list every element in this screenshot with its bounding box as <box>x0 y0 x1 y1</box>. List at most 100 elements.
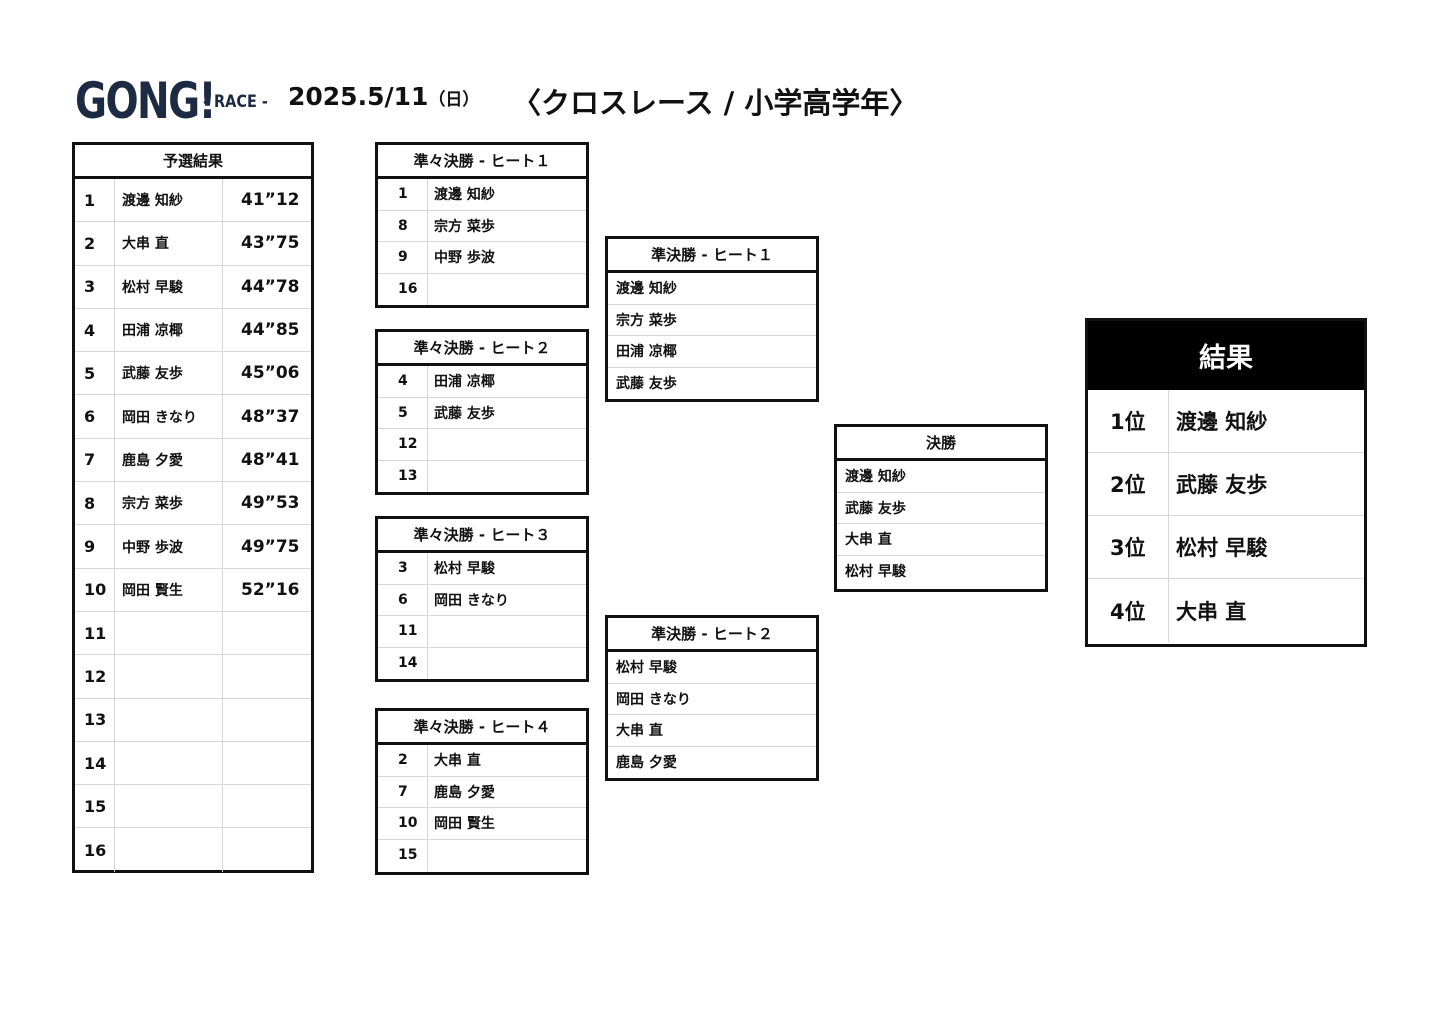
time-cell <box>223 785 311 827</box>
name-cell: 渡邊 知紗 <box>616 281 677 298</box>
time-cell: 43”75 <box>241 233 300 254</box>
quarterfinal-heat-2-title: 準々決勝 - ヒート２ <box>378 332 586 366</box>
seed-cell: 4 <box>378 366 428 397</box>
seed-cell: 10 <box>378 808 428 839</box>
table-row: 16 <box>75 828 311 872</box>
seed-cell: 8 <box>378 210 428 241</box>
seed-cell: 2 <box>378 745 428 776</box>
rank-cell: 11 <box>75 611 115 655</box>
table-row: 2位武藤 友歩 <box>1088 453 1364 516</box>
name-cell: 武藤 友歩 <box>616 376 677 393</box>
name-cell <box>115 828 223 872</box>
event-day: （日） <box>428 90 480 110</box>
name-cell <box>428 274 586 306</box>
table-row: 武藤 友歩 <box>608 368 816 400</box>
name-cell <box>115 741 223 785</box>
name-cell: 大串 直 <box>845 532 892 549</box>
name-cell: 中野 歩波 <box>434 250 495 267</box>
name-cell <box>115 611 223 655</box>
time-cell <box>223 742 311 784</box>
place-cell: 2位 <box>1088 453 1169 515</box>
time-cell: 52”16 <box>241 579 300 600</box>
name-cell: 武藤 友歩 <box>434 405 495 422</box>
time-cell <box>223 655 311 697</box>
seed-cell: 6 <box>378 584 428 615</box>
event-date-value: 2025.5/11 <box>288 82 429 111</box>
name-cell <box>428 616 586 647</box>
qualifying-results-title: 予選結果 <box>75 145 311 179</box>
rank-cell: 15 <box>75 785 115 828</box>
seed-cell: 13 <box>378 460 428 492</box>
name-cell: 大串 直 <box>115 222 223 265</box>
table-row: 武藤 友歩 <box>837 493 1045 524</box>
rank-cell: 14 <box>75 741 115 785</box>
table-row: 12 <box>378 429 586 461</box>
seed-cell: 5 <box>378 397 428 428</box>
table-row: 渡邊 知紗 <box>608 273 816 305</box>
rank-cell: 2 <box>75 222 115 265</box>
name-cell <box>428 429 586 460</box>
seed-cell: 14 <box>378 647 428 679</box>
seed-cell: 16 <box>378 273 428 305</box>
seed-cell: 9 <box>378 242 428 273</box>
name-cell: 宗方 菜歩 <box>115 482 223 525</box>
seed-cell: 15 <box>378 839 428 871</box>
logo-sub-text: - RACE - <box>203 92 268 112</box>
name-cell: 鹿島 夕愛 <box>616 755 677 772</box>
time-cell <box>223 699 311 741</box>
name-cell: 宗方 菜歩 <box>616 312 677 329</box>
rank-cell: 5 <box>75 352 115 395</box>
table-row: 渡邊 知紗 <box>837 461 1045 493</box>
name-cell: 田浦 凉椰 <box>115 308 223 352</box>
name-cell: 武藤 友歩 <box>1176 473 1268 497</box>
name-cell: 松村 早駿 <box>616 660 677 677</box>
table-row: 鹿島 夕愛 <box>608 747 816 779</box>
table-row: 13 <box>75 698 311 742</box>
name-cell: 岡田 賢生 <box>434 816 495 833</box>
rank-cell: 4 <box>75 308 115 352</box>
time-cell <box>223 612 311 654</box>
table-row: 大串 直 <box>608 715 816 747</box>
rank-cell: 6 <box>75 395 115 438</box>
time-cell: 48”37 <box>241 406 300 427</box>
name-cell: 岡田 きなり <box>115 395 223 438</box>
seed-cell: 12 <box>378 429 428 460</box>
name-cell: 渡邊 知紗 <box>434 187 495 204</box>
rank-cell: 3 <box>75 265 115 308</box>
name-cell <box>428 648 586 680</box>
name-cell: 岡田 きなり <box>616 691 691 708</box>
name-cell: 中野 歩波 <box>115 525 223 568</box>
name-cell: 渡邊 知紗 <box>1176 410 1268 434</box>
table-row: 大串 直 <box>837 524 1045 556</box>
seed-cell: 11 <box>378 616 428 647</box>
table-row: 1位渡邊 知紗 <box>1088 390 1364 453</box>
time-cell: 44”78 <box>241 276 300 297</box>
logo-main-text: GONG! <box>75 72 216 130</box>
place-cell: 3位 <box>1088 516 1169 578</box>
name-cell: 松村 早駿 <box>845 564 906 581</box>
table-row: 9 中野 歩波 <box>378 242 586 274</box>
rank-cell: 7 <box>75 438 115 482</box>
table-row: 16 <box>378 273 586 306</box>
rank-cell: 16 <box>75 828 115 872</box>
time-cell: 41”12 <box>241 190 300 211</box>
time-cell: 49”53 <box>241 493 300 514</box>
table-row: 岡田 きなり <box>608 684 816 715</box>
name-cell: 松村 早駿 <box>1176 536 1268 560</box>
rank-cell: 10 <box>75 568 115 611</box>
table-row: 11 <box>75 611 311 656</box>
name-cell: 渡邊 知紗 <box>115 179 223 222</box>
